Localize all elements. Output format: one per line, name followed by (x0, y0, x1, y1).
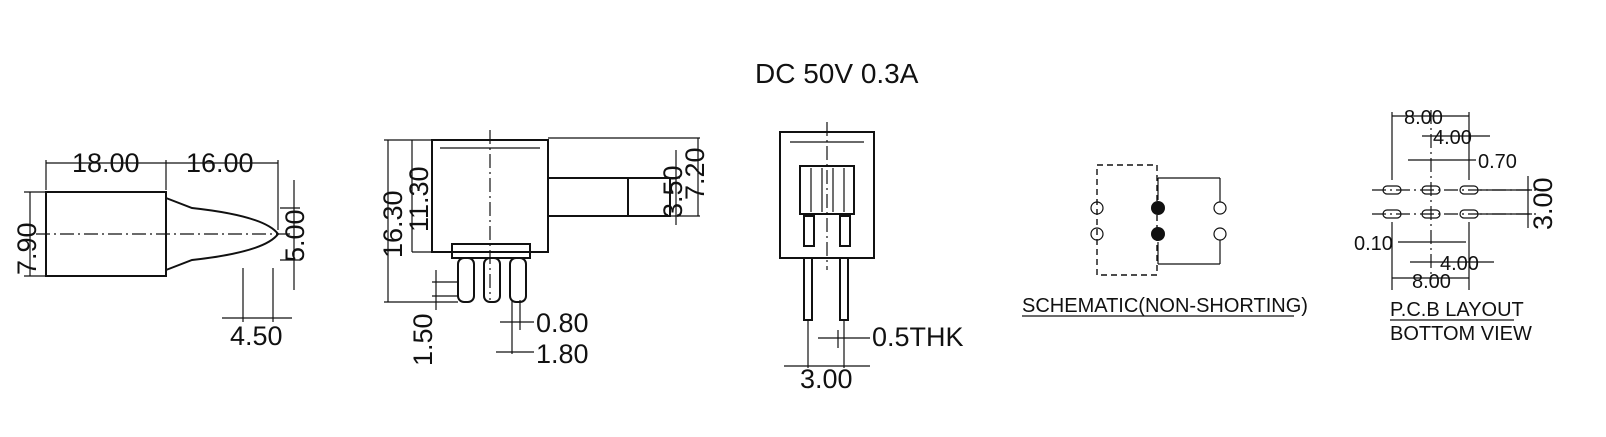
dim-4-50: 4.50 (230, 321, 283, 351)
pcb-dim-4-00-top: 4.00 (1433, 127, 1472, 149)
dim-7-20: 7.20 (680, 147, 710, 200)
terminal-2 (483, 257, 501, 303)
pcb-dim-0-10: 0.10 (1354, 233, 1393, 255)
dim-11-30: 11.30 (404, 166, 434, 232)
dim-0-5thk: 0.5THK (872, 322, 964, 352)
dim-3-50: 3.50 (658, 165, 688, 218)
switch-outline (1096, 164, 1158, 276)
front-view: 16.30 11.30 3.50 7.20 1.50 0.80 1.80 (378, 130, 710, 369)
end-view: 0.5THK 3.00 (779, 122, 964, 394)
side-view: 18.00 16.00 7.90 5.00 4.50 (12, 148, 310, 351)
schematic: SCHEMATIC(NON-SHORTING) (1022, 164, 1308, 317)
pin-right (839, 257, 849, 321)
schematic-label: SCHEMATIC(NON-SHORTING) (1022, 295, 1308, 317)
pcb-dim-4-00-bottom: 4.00 (1440, 253, 1479, 275)
dim-0-80: 0.80 (536, 308, 589, 338)
actuator-front (547, 177, 671, 217)
pcb-dim-8-00-bottom: 8.00 (1412, 271, 1451, 293)
pcb-dim-3-00: 3.00 (1528, 177, 1558, 230)
dim-1-50: 1.50 (408, 313, 438, 366)
dim-18-00: 18.00 (72, 148, 140, 178)
terminal-1 (457, 257, 475, 303)
pcb-layout: 8.00 4.00 0.70 3.00 0.10 4.00 8.00 P.C.B… (1354, 107, 1558, 345)
terminal-3 (509, 257, 527, 303)
pcb-dim-8-00-top: 8.00 (1404, 107, 1443, 129)
rating-title: DC 50V 0.3A (755, 58, 919, 89)
dim-7-90: 7.90 (12, 222, 42, 275)
dim-5-00: 5.00 (280, 209, 310, 262)
pcb-dim-0-70: 0.70 (1478, 151, 1517, 173)
pin-left (803, 257, 813, 321)
dim-3-00: 3.00 (800, 364, 853, 394)
dim-16-30: 16.30 (378, 190, 408, 258)
dim-16-00: 16.00 (186, 148, 254, 178)
dim-1-80: 1.80 (536, 339, 589, 369)
pcb-label: P.C.B LAYOUT (1390, 299, 1524, 321)
pcb-bottom-view-label: BOTTOM VIEW (1390, 323, 1532, 345)
